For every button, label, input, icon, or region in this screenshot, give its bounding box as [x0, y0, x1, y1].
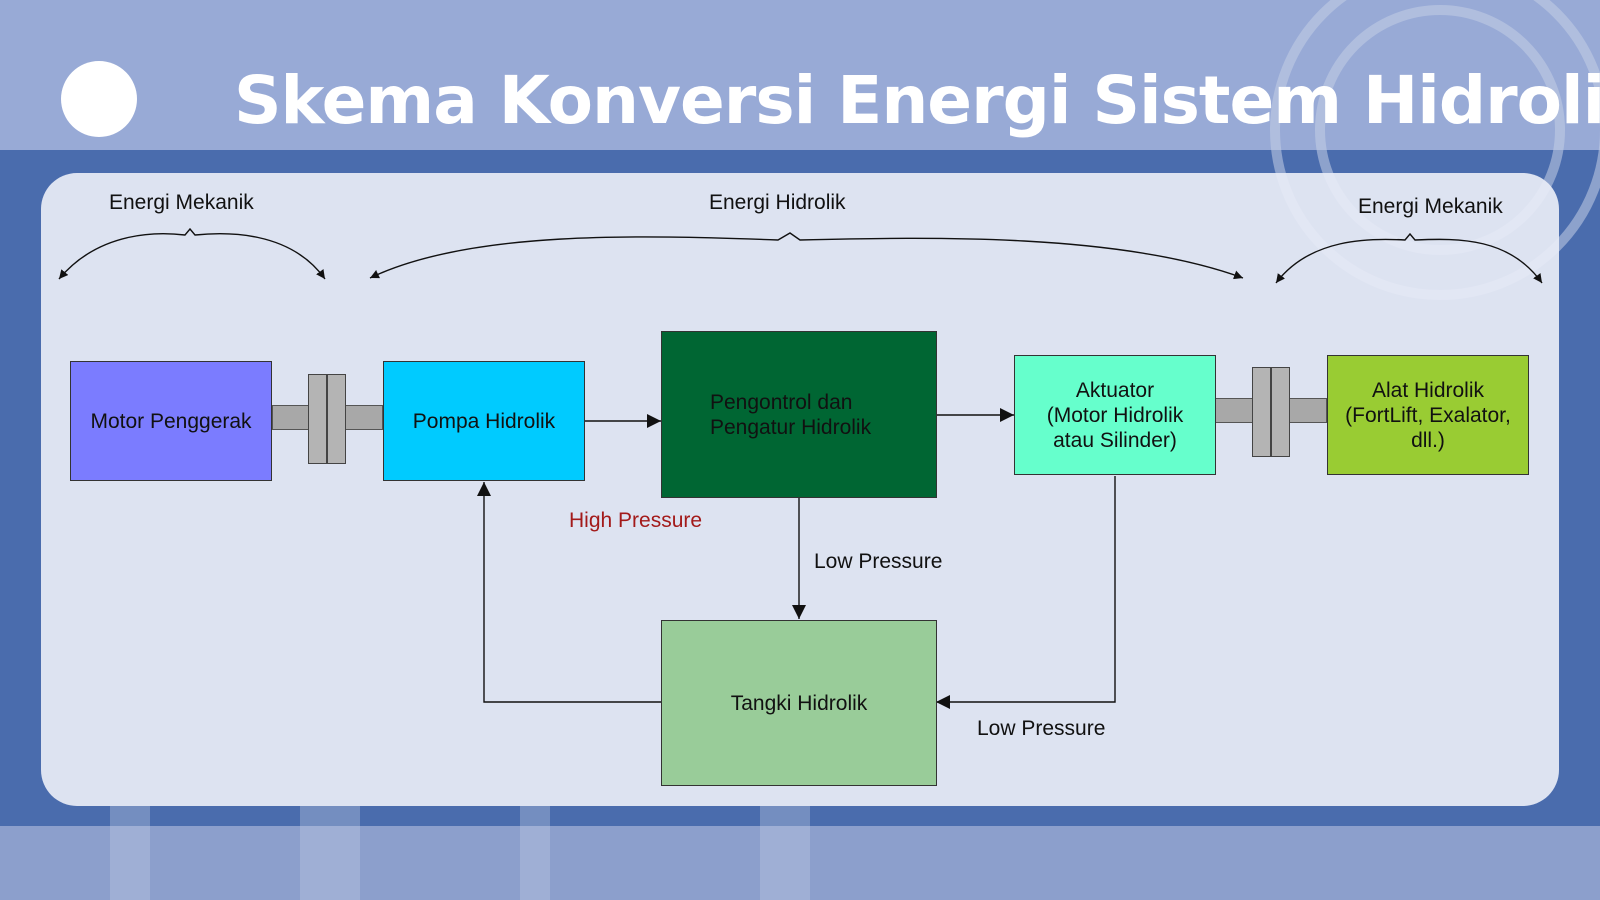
energi-mekanik-left-label: Energi Mekanik: [109, 191, 254, 214]
alat-hidrolik-label: Alat Hidrolik (FortLift, Exalator, dll.): [1345, 378, 1511, 452]
energi-mekanik-right-label: Energi Mekanik: [1358, 195, 1503, 218]
brace-energi-mekanik-right: [1275, 232, 1543, 284]
pengontrol-block: Pengontrol dan Pengatur Hidrolik: [661, 331, 937, 498]
pompa-hidrolik-block: Pompa Hidrolik: [383, 361, 585, 481]
aktuator-block: Aktuator (Motor Hidrolik atau Silinder): [1014, 355, 1216, 475]
title-bullet: [61, 61, 137, 137]
motor-penggerak-block: Motor Penggerak: [70, 361, 272, 481]
aktuator-label: Aktuator (Motor Hidrolik atau Silinder): [1046, 378, 1184, 452]
brace-energi-hidrolik: [369, 232, 1244, 280]
energi-hidrolik-label: Energi Hidrolik: [709, 191, 846, 214]
shaft-coupling-left: [272, 374, 383, 464]
high-pressure-label: High Pressure: [569, 509, 703, 532]
tangki-hidrolik-block: Tangki Hidrolik: [661, 620, 937, 786]
alat-hidrolik-block: Alat Hidrolik (FortLift, Exalator, dll.): [1327, 355, 1529, 475]
low-pressure-label-tank: Low Pressure: [814, 550, 943, 573]
motor-penggerak-label: Motor Penggerak: [90, 409, 252, 433]
tangki-hidrolik-label: Tangki Hidrolik: [730, 691, 868, 715]
low-pressure-label-return: Low Pressure: [977, 717, 1106, 740]
pompa-hidrolik-label: Pompa Hidrolik: [412, 409, 556, 433]
shaft-coupling-right: [1215, 367, 1327, 457]
footer-band: [0, 826, 1600, 900]
arrow-tank-to-pump: [477, 482, 661, 703]
arrow-actuator-return-to-tank: [936, 476, 1116, 709]
brace-energi-mekanik-left: [58, 227, 326, 280]
page-title: Skema Konversi Energi Sistem Hidrolik: [234, 62, 1600, 139]
pengontrol-label: Pengontrol dan Pengatur Hidrolik: [710, 390, 872, 439]
